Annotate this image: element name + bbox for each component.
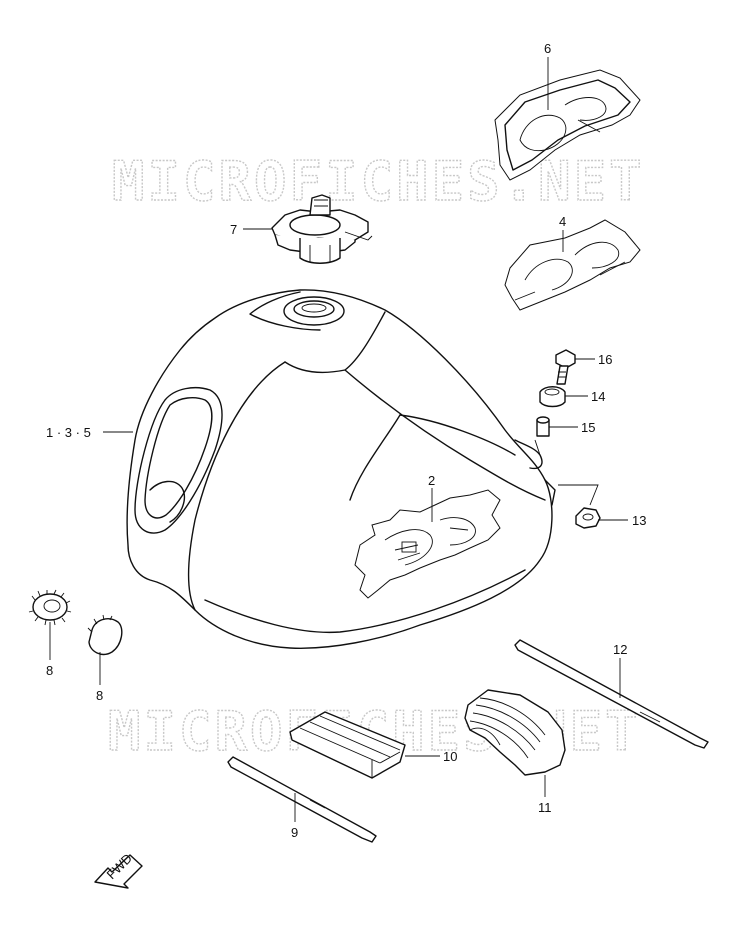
callout-8b: 8 [96,688,103,703]
callout-12: 12 [613,642,627,657]
callout-2: 2 [428,473,435,488]
cushion-8b[interactable] [87,614,123,656]
emblem-top[interactable] [494,69,641,181]
leader-lines [49,57,628,822]
callout-16: 16 [598,352,612,367]
tank-emblem-left[interactable] [354,489,501,599]
cushion-pad[interactable] [289,711,406,779]
callout-15: 15 [581,420,595,435]
band-short[interactable] [227,756,377,843]
callout-labels: 1 · 3 · 5 2 4 6 7 8 8 9 10 11 12 13 14 1… [46,41,646,840]
fuel-cap[interactable] [271,194,373,264]
cushion-14[interactable] [539,386,566,408]
callout-9: 9 [291,825,298,840]
bolt[interactable] [555,349,576,385]
callout-6: 6 [544,41,551,56]
callout-8a: 8 [46,663,53,678]
callout-4: 4 [559,214,566,229]
emblem-right[interactable] [504,219,641,311]
fuel-tank[interactable] [126,289,556,649]
collar[interactable] [536,416,550,437]
fwd-arrow-icon: FWD [94,851,143,889]
cushion-8a[interactable] [28,589,72,626]
callout-10: 10 [443,749,457,764]
watermark-top: MICROFICHES.NET [112,150,645,213]
cover[interactable] [464,689,566,776]
callout-11: 11 [538,800,552,815]
callout-tank: 1 · 3 · 5 [46,425,91,440]
band-long[interactable] [514,639,709,749]
callout-13: 13 [632,513,646,528]
nut[interactable] [575,507,601,529]
callout-7: 7 [230,222,237,237]
callout-14: 14 [591,389,605,404]
